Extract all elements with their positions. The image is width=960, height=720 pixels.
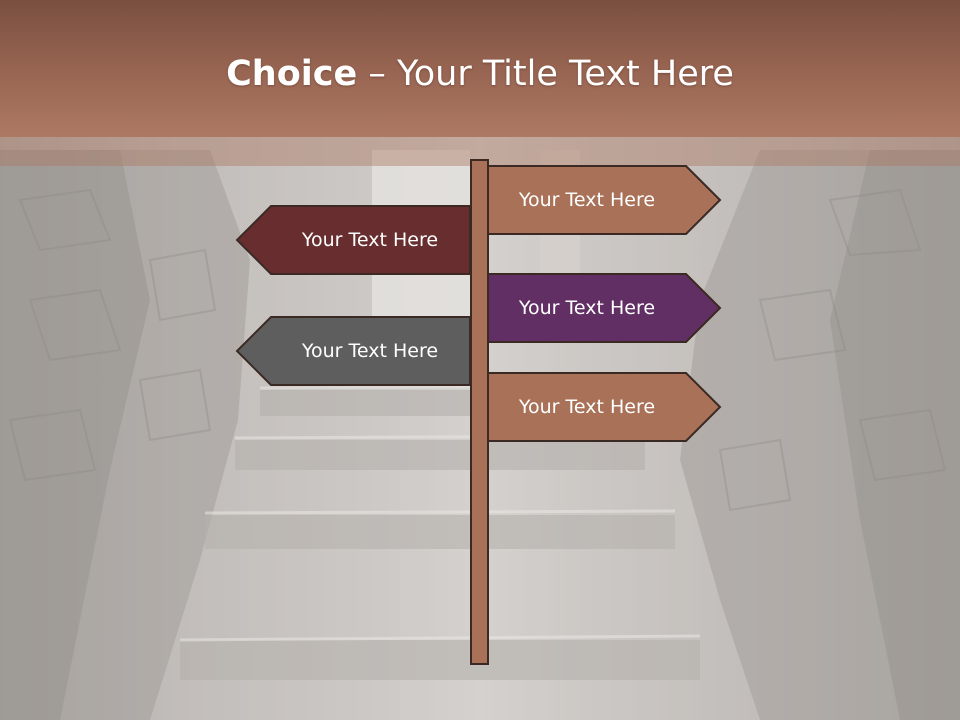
title-bold-word: Choice — [226, 54, 358, 94]
sign-label-2: Your Text Here — [301, 229, 439, 251]
sign-label-4: Your Text Here — [301, 340, 439, 362]
sign-arrow-5[interactable] — [487, 372, 722, 442]
title-band — [0, 0, 960, 137]
title-separator: – — [357, 54, 397, 94]
sign-label-3: Your Text Here — [518, 297, 656, 319]
sign-arrow-3[interactable] — [487, 273, 722, 343]
signpost-pole — [470, 159, 489, 665]
sign-arrow-1[interactable] — [487, 165, 722, 235]
sign-label-1: Your Text Here — [518, 189, 656, 211]
sign-label-5: Your Text Here — [518, 396, 656, 418]
title-rest: Your Title Text Here — [397, 54, 734, 94]
slide-title[interactable]: Choice – Your Title Text Here — [0, 52, 960, 96]
